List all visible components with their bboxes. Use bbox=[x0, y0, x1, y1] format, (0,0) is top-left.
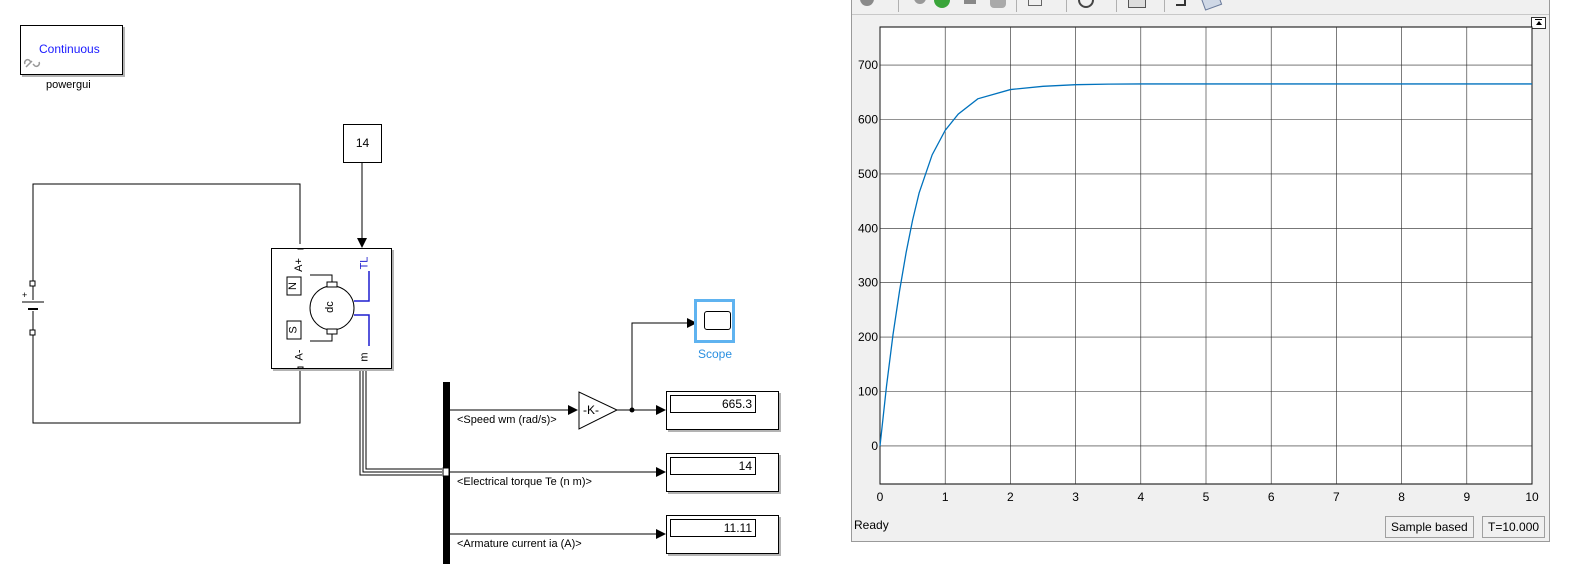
status-sample-mode: Sample based bbox=[1385, 516, 1474, 538]
bus-signal-speed: <Speed wm (rad/s)> bbox=[457, 414, 557, 426]
speed-trace-line bbox=[879, 83, 1532, 446]
toolbar-separator bbox=[1116, 0, 1117, 12]
x-tick-label: 10 bbox=[1525, 490, 1539, 504]
port-tl: TL bbox=[358, 256, 371, 270]
undock-icon[interactable] bbox=[1531, 17, 1546, 29]
settings-icon[interactable] bbox=[860, 0, 874, 6]
wire-negative[interactable] bbox=[32, 333, 301, 424]
scope-block-name: Scope bbox=[698, 347, 733, 361]
rotor-label: dc bbox=[323, 301, 336, 313]
gain-block[interactable] bbox=[578, 391, 619, 430]
powergui-name: powergui bbox=[46, 79, 91, 91]
field-north-label: N bbox=[286, 282, 299, 290]
field-south-label: S bbox=[287, 326, 300, 334]
x-tick-label: 3 bbox=[1072, 490, 1079, 504]
signal-wires bbox=[22, 162, 697, 564]
scope-block[interactable] bbox=[694, 299, 735, 343]
torque-constant-value: 14 bbox=[355, 136, 370, 150]
wire-measurement[interactable] bbox=[359, 368, 442, 476]
run-icon[interactable] bbox=[934, 0, 950, 8]
display-current-value: 11.11 bbox=[670, 519, 756, 537]
display-torque[interactable]: 14 bbox=[666, 453, 779, 492]
status-time: T=10.000 bbox=[1482, 516, 1546, 538]
y-tick-label: 700 bbox=[858, 58, 878, 72]
display-torque-value: 14 bbox=[670, 457, 756, 475]
y-tick-label: 300 bbox=[858, 276, 878, 290]
display-speed[interactable]: 665.3 bbox=[666, 391, 779, 430]
step-forward-icon[interactable] bbox=[964, 0, 976, 4]
x-tick-label: 7 bbox=[1333, 490, 1340, 504]
dc-voltage-source[interactable] bbox=[22, 280, 44, 336]
cursor-icon[interactable] bbox=[1176, 0, 1186, 6]
y-tick-label: 600 bbox=[858, 112, 878, 126]
powergui-block[interactable]: Continuous bbox=[20, 25, 123, 75]
y-tick-label: 0 bbox=[871, 439, 878, 453]
wire-positive[interactable] bbox=[32, 183, 301, 283]
x-tick-label: 0 bbox=[877, 490, 884, 504]
scope-plot[interactable]: 0 1 2 3 4 5 6 7 8 9 10 0 100 200 300 400 500 600 700 bbox=[852, 0, 1549, 510]
link-icon bbox=[23, 58, 41, 68]
bus-signal-current: <Armature current ia (A)> bbox=[457, 538, 582, 550]
y-tick-label: 200 bbox=[858, 330, 878, 344]
scope-toolbar bbox=[852, 0, 1549, 15]
x-tick-labels: 0 1 2 3 4 5 6 7 8 9 10 bbox=[877, 490, 1539, 504]
toolbar-separator bbox=[1066, 0, 1067, 12]
source-plus-label: + bbox=[22, 290, 28, 300]
stop-icon[interactable] bbox=[990, 0, 1006, 8]
dc-machine-symbol bbox=[286, 249, 370, 368]
wire-to-scope[interactable] bbox=[631, 318, 697, 410]
scope-window: 0 1 2 3 4 5 6 7 8 9 10 0 100 200 300 400 500 600 700 Read… bbox=[851, 0, 1550, 542]
x-tick-label: 2 bbox=[1007, 490, 1014, 504]
display-speed-value: 665.3 bbox=[670, 395, 756, 413]
y-tick-labels: 0 100 200 300 400 500 600 700 bbox=[858, 58, 878, 453]
x-tick-label: 4 bbox=[1137, 490, 1144, 504]
port-a-plus: A+ bbox=[292, 258, 305, 272]
toolbar-separator bbox=[1164, 0, 1165, 12]
gain-label: -K- bbox=[583, 403, 599, 417]
bus-signal-torque: <Electrical torque Te (n m)> bbox=[457, 476, 592, 488]
status-ready: Ready bbox=[854, 518, 889, 532]
branch-point bbox=[629, 407, 635, 413]
y-tick-label: 400 bbox=[858, 221, 878, 235]
autoscale-icon[interactable] bbox=[1128, 0, 1146, 8]
x-tick-label: 9 bbox=[1463, 490, 1470, 504]
x-tick-label: 1 bbox=[942, 490, 949, 504]
port-a-minus: A- bbox=[293, 349, 306, 361]
x-tick-label: 5 bbox=[1203, 490, 1210, 504]
y-tick-label: 100 bbox=[858, 385, 878, 399]
x-tick-label: 8 bbox=[1398, 490, 1405, 504]
y-tick-label: 500 bbox=[858, 167, 878, 181]
powergui-mode-text: Continuous bbox=[39, 42, 100, 56]
plot-grid bbox=[879, 27, 1533, 484]
toolbar-separator bbox=[898, 0, 899, 12]
port-m: m bbox=[358, 352, 371, 362]
step-back-icon[interactable] bbox=[914, 0, 926, 4]
torque-constant-block[interactable]: 14 bbox=[343, 124, 382, 163]
layout-icon[interactable] bbox=[1028, 0, 1042, 6]
scope-screen-icon bbox=[704, 311, 731, 330]
dc-machine-block[interactable]: A+ A- TL m N S dc bbox=[271, 248, 392, 369]
toolbar-separator bbox=[1016, 0, 1017, 12]
x-tick-label: 6 bbox=[1268, 490, 1275, 504]
display-current[interactable]: 11.11 bbox=[666, 515, 779, 554]
